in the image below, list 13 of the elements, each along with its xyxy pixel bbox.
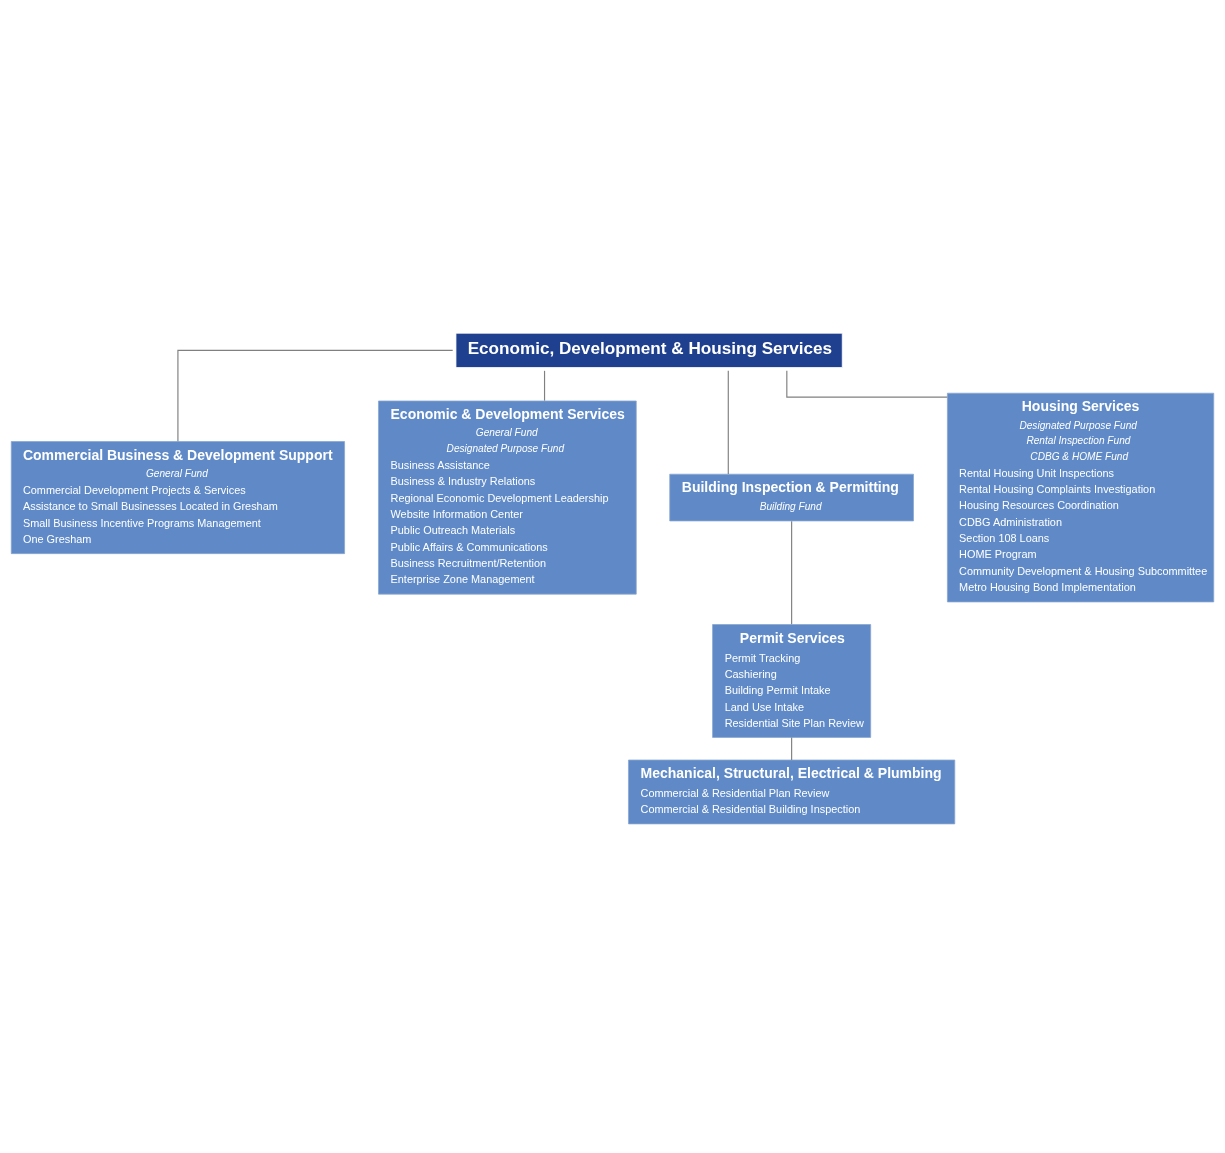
node-box: Economic, Development & Housing Services	[455, 332, 843, 368]
connector	[791, 736, 793, 760]
node-box: Housing Services Designated Purpose Fund Rental Inspection Fund CDBG & HOME Fund Rental Housing Unit Inspections Rental Housing Complaints Investigation Housing Resources Coordination CDBG Administration Section 108 Loans HOME Program Community Development & Housing Subcommittee Metro Housing Bond Implementation	[947, 392, 1215, 602]
node-box: Mechanical, Structural, Electrical & Plumbing Commercial & Residential Plan Review Commercial & Residential Building Inspection	[628, 759, 956, 824]
node-box: Permit Services Permit Tracking Cashiering Building Permit Intake Land Use Intake Residential Site Plan Review	[712, 623, 872, 738]
connector	[727, 369, 729, 475]
connector	[177, 349, 454, 442]
node-box: Commercial Business & Development Support General Fund Commercial Development Projects & Services Assistance to Small Businesses Located in Gresham Small Business Incentive Programs Management One Gresham	[10, 440, 345, 554]
node-box: Building Inspection & Permitting Building Fund	[669, 473, 914, 521]
connector	[543, 369, 546, 401]
node-box: Economic & Development Services General Fund Designated Purpose Fund Business Assistance Business & Industry Relations Regional Economic Development Leadership Website Information Center Public Outreach Materials Public Affairs & Communications Business Recruitment/Retention Enterprise Zone Management	[378, 400, 637, 594]
connector	[791, 520, 793, 625]
connector	[786, 369, 948, 398]
